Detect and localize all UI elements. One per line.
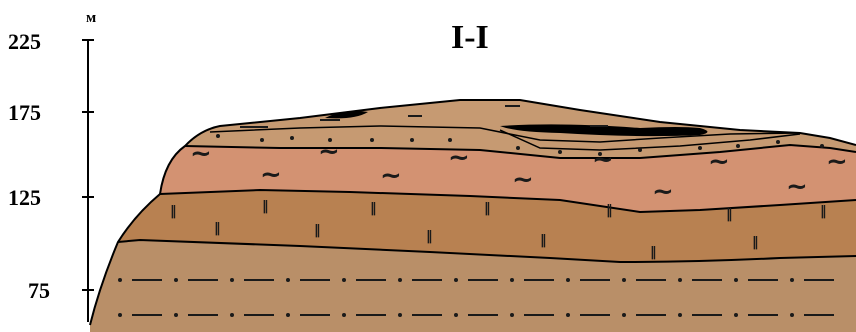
sand-dot bbox=[698, 146, 702, 150]
loam-tick-mark: ‖ bbox=[820, 204, 827, 219]
loam-tick-mark: ‖ bbox=[606, 203, 613, 218]
y-tick-label-225: 225 bbox=[8, 29, 41, 54]
silt-dot bbox=[678, 278, 682, 282]
sand-dot bbox=[736, 144, 740, 148]
loam-tick-mark: ‖ bbox=[426, 229, 433, 244]
loam-tick-mark: ‖ bbox=[484, 201, 491, 216]
sand-dot bbox=[448, 138, 452, 142]
sand-dot bbox=[328, 138, 332, 142]
silt-dot bbox=[790, 313, 794, 317]
sand-dot bbox=[638, 148, 642, 152]
silt-dot bbox=[510, 313, 514, 317]
loam-tick-mark: ‖ bbox=[262, 199, 269, 214]
loam-tick-mark: ‖ bbox=[314, 223, 321, 238]
y-axis bbox=[82, 40, 94, 322]
silt-dot bbox=[398, 313, 402, 317]
silt-dot bbox=[734, 313, 738, 317]
clay-tilde-mark: ~ bbox=[592, 145, 614, 175]
sand-dot bbox=[410, 138, 414, 142]
silt-dot bbox=[622, 278, 626, 282]
silt-dot bbox=[230, 313, 234, 317]
clay-tilde-mark: ~ bbox=[826, 147, 848, 177]
loam-tick-mark: ‖ bbox=[170, 204, 177, 219]
axis-unit-label: м bbox=[86, 10, 96, 26]
sand-dot bbox=[598, 152, 602, 156]
clay-tilde-mark: ~ bbox=[786, 172, 808, 202]
clay-tilde-mark: ~ bbox=[260, 160, 282, 190]
loam-tick-mark: ‖ bbox=[540, 233, 547, 248]
silt-dot bbox=[622, 313, 626, 317]
silt-dot bbox=[790, 278, 794, 282]
silt-dot bbox=[174, 278, 178, 282]
sand-dot bbox=[216, 134, 220, 138]
silt-dot bbox=[230, 278, 234, 282]
silt-dot bbox=[118, 278, 122, 282]
sand-dot bbox=[558, 150, 562, 154]
y-tick-label-175: 175 bbox=[8, 100, 41, 125]
silt-dot bbox=[566, 278, 570, 282]
clay-tilde-mark: ~ bbox=[652, 177, 674, 207]
section-title: I-I bbox=[451, 19, 489, 56]
silt-dot bbox=[342, 278, 346, 282]
silt-dot bbox=[118, 313, 122, 317]
silt-dot bbox=[286, 313, 290, 317]
clay-tilde-mark: ~ bbox=[448, 143, 470, 173]
sand-dot bbox=[820, 144, 824, 148]
loam-tick-mark: ‖ bbox=[726, 207, 733, 222]
silt-dot bbox=[678, 313, 682, 317]
sand-dot bbox=[776, 140, 780, 144]
silt-dot bbox=[510, 278, 514, 282]
silt-dot bbox=[566, 313, 570, 317]
silt-dot bbox=[454, 313, 458, 317]
silt-dot bbox=[454, 278, 458, 282]
clay-tilde-mark: ~ bbox=[512, 165, 534, 195]
clay-tilde-mark: ~ bbox=[190, 139, 212, 169]
loam-tick-mark: ‖ bbox=[214, 221, 221, 236]
silt-dot bbox=[734, 278, 738, 282]
sand-dot bbox=[516, 146, 520, 150]
sand-dot bbox=[290, 136, 294, 140]
clay-tilde-mark: ~ bbox=[380, 161, 402, 191]
sand-dot bbox=[260, 138, 264, 142]
silt-dot bbox=[342, 313, 346, 317]
loam-tick-mark: ‖ bbox=[650, 245, 657, 260]
silt-dot bbox=[286, 278, 290, 282]
loam-tick-mark: ‖ bbox=[370, 201, 377, 216]
y-tick-label-75: 75 bbox=[28, 278, 50, 303]
silt-dot bbox=[398, 278, 402, 282]
silt-dot bbox=[174, 313, 178, 317]
y-tick-label-125: 125 bbox=[8, 185, 41, 210]
loam-tick-mark: ‖ bbox=[752, 235, 759, 250]
clay-tilde-mark: ~ bbox=[708, 147, 730, 177]
sand-dot bbox=[370, 138, 374, 142]
